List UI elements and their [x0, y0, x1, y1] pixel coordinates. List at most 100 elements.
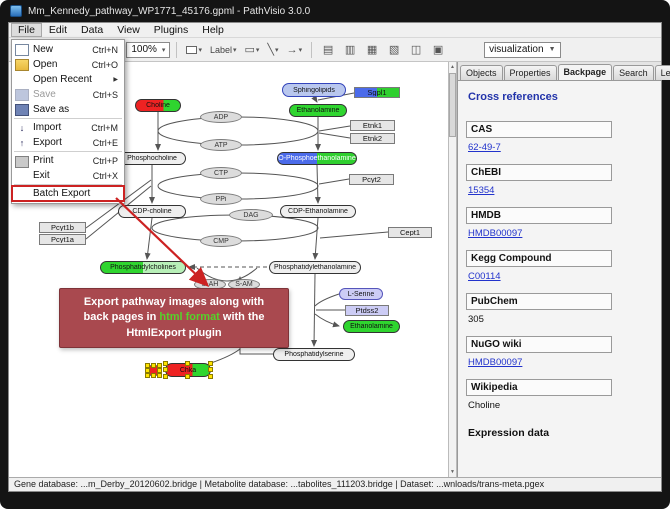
pathway-node-ppi[interactable]: PPi	[200, 193, 242, 205]
pathway-node-dag[interactable]: DAG	[229, 209, 273, 221]
scrollbar-thumb[interactable]	[449, 73, 456, 137]
visualization-combobox[interactable]: visualization▼	[484, 41, 561, 58]
menu-data[interactable]: Data	[81, 24, 104, 36]
zoom-combobox[interactable]: 100%▾	[126, 41, 171, 58]
tab-objects[interactable]: Objects	[460, 65, 503, 80]
pathway-node-cdp-choline[interactable]: CDP-choline	[118, 205, 186, 218]
selection-handle[interactable]	[145, 373, 150, 378]
menu-separator	[14, 118, 122, 119]
pathway-node-phosphatidylcholines[interactable]: Phosphatidylcholines	[100, 261, 186, 274]
backpage-link[interactable]: C00114	[468, 271, 501, 282]
menu-item-label: Export	[33, 137, 62, 148]
selection-handle[interactable]	[150, 373, 156, 378]
print-icon	[15, 155, 29, 168]
pathway-node-cmp[interactable]: CMP	[200, 235, 242, 247]
toolbar-separator	[176, 41, 178, 58]
pathway-node-o-phosphoethanolamine[interactable]: O-Phosphoethanolamine	[277, 152, 357, 165]
import-icon: ↓	[19, 122, 25, 133]
pathway-node-phosphatidylethanolamine[interactable]: Phosphatidylethanolamine	[269, 261, 361, 274]
backpage-value: 305	[468, 314, 484, 325]
menu-file[interactable]: File	[11, 23, 42, 37]
selection-handle[interactable]	[163, 367, 168, 372]
pathway-node-sphingolipids[interactable]: Sphingolipids	[282, 83, 346, 97]
pathway-node-etnk1[interactable]: Etnk1	[350, 120, 395, 131]
match-width-icon[interactable]: ◫	[410, 44, 422, 56]
selection-handle[interactable]	[185, 361, 190, 366]
pathway-node-ethanolamine[interactable]: Ethanolamine	[289, 104, 347, 117]
selection-handle[interactable]	[157, 373, 162, 378]
pathway-node-sgpl1[interactable]: Sgpl1	[354, 87, 400, 98]
backpage-link[interactable]: HMDB00097	[468, 228, 523, 239]
pathway-node-cept1[interactable]: Cept1	[388, 227, 432, 238]
selection-handle[interactable]	[208, 361, 213, 366]
canvas-vertical-scrollbar[interactable]: ▲ ▼	[448, 62, 457, 477]
line-tool[interactable]: ╲▾	[264, 41, 281, 59]
pathway-node-chka[interactable]: Chka	[163, 361, 213, 379]
menu-item-label: Import	[33, 122, 62, 133]
menu-item-label: Save	[33, 89, 56, 100]
pathway-node-ctp[interactable]: CTP	[200, 167, 242, 179]
pathway-node[interactable]	[145, 363, 162, 378]
menu-edit[interactable]: Edit	[48, 24, 68, 36]
file-menu-item-save-as[interactable]: Save as	[12, 102, 124, 117]
align-center-icon[interactable]: ▥	[344, 44, 356, 56]
label-tool[interactable]: Label▾	[207, 41, 240, 59]
pathway-node-pcyt1a[interactable]: Pcyt1a	[39, 234, 86, 245]
file-menu-item-open-recent[interactable]: Open Recent▶	[12, 72, 124, 87]
selection-handle[interactable]	[208, 374, 213, 379]
backpage-link[interactable]: HMDB00097	[468, 357, 523, 368]
tab-legend[interactable]: Legend	[654, 65, 670, 80]
menu-help[interactable]: Help	[202, 24, 224, 36]
pathway-node-pcyt2[interactable]: Pcyt2	[349, 174, 394, 185]
menu-plugins[interactable]: Plugins	[153, 24, 189, 36]
selection-handle[interactable]	[163, 374, 168, 379]
datanode-tool[interactable]: ▾	[183, 41, 205, 59]
new-page-icon	[15, 43, 29, 56]
file-menu-item-batch-export[interactable]: Batch Export	[11, 185, 125, 202]
pathway-node-phosphatidylserine[interactable]: Phosphatidylserine	[273, 348, 355, 361]
pathway-node-atp[interactable]: ATP	[200, 139, 242, 151]
backpage-link[interactable]: 62-49-7	[468, 142, 501, 153]
pathway-node-adp[interactable]: ADP	[200, 111, 242, 123]
chevron-down-icon: ▼	[548, 46, 556, 53]
selection-handle[interactable]	[150, 363, 156, 368]
tab-properties[interactable]: Properties	[503, 65, 557, 80]
pathway-node-cdp-ethanolamine[interactable]: CDP-Ethanolamine	[280, 205, 356, 218]
pathway-node-ptdss2[interactable]: Ptdss2	[345, 305, 389, 316]
callout-highlight: html format	[159, 311, 220, 324]
datanode-tool-icon	[186, 45, 198, 54]
chevron-down-icon: ▾	[298, 46, 303, 54]
connector-tool[interactable]: →▾	[284, 41, 306, 59]
match-height-icon[interactable]: ▣	[432, 44, 444, 56]
tab-search[interactable]: Search	[613, 65, 654, 80]
scroll-up-icon[interactable]: ▲	[450, 64, 455, 70]
selection-handle[interactable]	[163, 361, 168, 366]
tab-backpage[interactable]: Backpage	[557, 64, 613, 80]
selection-handle[interactable]	[145, 367, 150, 373]
selection-handle[interactable]	[157, 367, 162, 373]
pathway-node-etnk2[interactable]: Etnk2	[350, 133, 395, 144]
pathway-node-choline[interactable]: Choline	[135, 99, 181, 112]
backpage-link[interactable]: 15354	[468, 185, 495, 196]
pathway-node-pcyt1b[interactable]: Pcyt1b	[39, 222, 86, 233]
selection-handle[interactable]	[208, 367, 213, 372]
shape-tool[interactable]: ▭▾	[242, 41, 263, 59]
align-top-icon[interactable]: ▧	[388, 44, 400, 56]
scroll-down-icon[interactable]: ▼	[450, 469, 455, 475]
pathway-node-phosphocholine[interactable]: Phosphocholine	[118, 152, 186, 165]
pathway-node-l-serine[interactable]: L-Serine	[339, 288, 383, 300]
menu-view[interactable]: View	[117, 24, 140, 36]
align-right-icon[interactable]: ▦	[366, 44, 378, 56]
selection-handle[interactable]	[185, 374, 190, 379]
align-left-icon[interactable]: ▤	[322, 44, 334, 56]
pathway-node-ethanolamine[interactable]: Ethanolamine	[343, 320, 400, 333]
callout-text-after: with the HtmlExport plugin	[126, 311, 265, 339]
titlebar[interactable]: Mm_Kennedy_pathway_WP1771_45176.gpml - P…	[0, 0, 670, 22]
